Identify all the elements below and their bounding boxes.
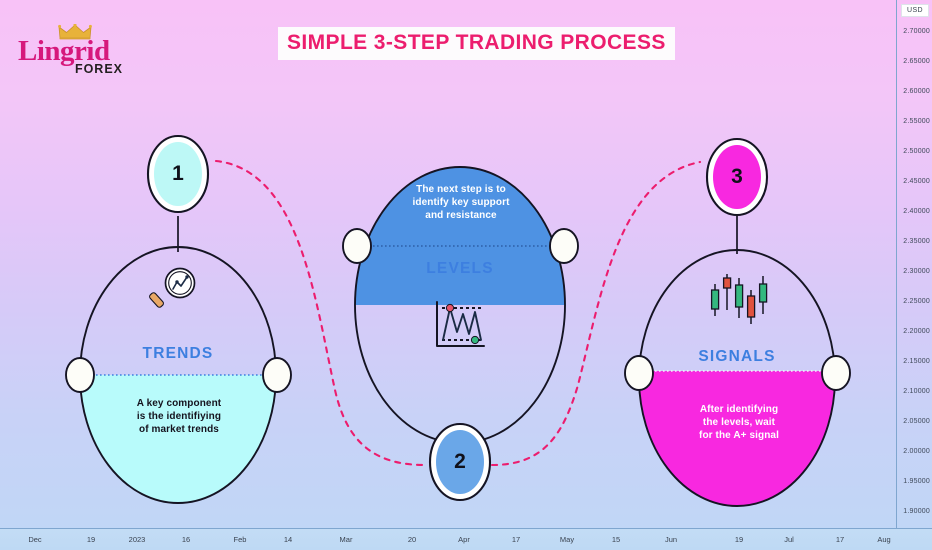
step-2-body: The next step is to identify key support… <box>386 183 536 223</box>
step-3-node-right <box>821 355 851 391</box>
step-1-label: TRENDS <box>142 345 214 362</box>
time-tick: Aug <box>877 535 891 544</box>
currency-badge[interactable]: USD <box>901 4 929 17</box>
time-tick: 20 <box>407 535 417 544</box>
price-tick: 2.65000 <box>903 58 930 65</box>
time-tick: Jun <box>664 535 678 544</box>
price-tick: 2.00000 <box>903 448 930 455</box>
price-tick: 1.95000 <box>903 478 930 485</box>
candlestick-icon <box>710 274 768 324</box>
step-2-body-line: identify key support <box>412 197 510 209</box>
price-tick: 2.15000 <box>903 358 930 365</box>
step-1-node-left <box>65 357 95 393</box>
price-axis[interactable]: USD 2.70000 2.65000 2.60000 2.55000 2.50… <box>896 0 932 536</box>
step-2-badge[interactable] <box>428 422 492 502</box>
step-3-badge[interactable] <box>705 137 769 217</box>
step-3-badge-number: 3 <box>731 165 743 188</box>
connector-path-2-to-3 <box>490 160 702 467</box>
step-2-node-right <box>549 228 579 264</box>
step-1-body-line: of market trends <box>139 424 219 436</box>
price-tick: 2.70000 <box>903 28 930 35</box>
step-1-badge[interactable] <box>146 134 210 214</box>
step-1-body-line: A key component <box>136 398 222 409</box>
price-tick: 2.50000 <box>903 148 930 155</box>
price-tick: 2.60000 <box>903 88 930 95</box>
step-1-body-line: is the identifiying <box>136 411 222 423</box>
time-tick: Feb <box>233 535 247 544</box>
step-1-body: A key component is the identifiying of m… <box>108 397 250 437</box>
step-3-body: After identifying the levels, wait for t… <box>667 403 811 443</box>
time-tick: 17 <box>511 535 521 544</box>
price-tick: 2.20000 <box>903 328 930 335</box>
price-tick: 2.55000 <box>903 118 930 125</box>
step-2-body-line: and resistance <box>425 210 497 222</box>
magnifier-trend-icon <box>149 267 196 308</box>
price-tick: 2.05000 <box>903 418 930 425</box>
step-2-body-line: The next step is to <box>416 184 506 195</box>
step-2-node-left <box>342 228 372 264</box>
brand-logo[interactable]: Lingrid FOREX <box>18 24 133 76</box>
time-tick: Jul <box>784 535 794 544</box>
price-tick: 2.40000 <box>903 208 930 215</box>
time-tick: 14 <box>283 535 293 544</box>
step-3-body-line: After identifying <box>699 404 779 415</box>
price-tick: 2.25000 <box>903 298 930 305</box>
price-tick: 2.10000 <box>903 388 930 395</box>
crown-icon <box>58 24 92 40</box>
time-tick: 16 <box>181 535 191 544</box>
time-tick: Dec <box>28 535 42 544</box>
step-3-node-left <box>624 355 654 391</box>
time-tick: 15 <box>611 535 621 544</box>
time-tick: May <box>559 535 575 544</box>
connector-path-1-to-2 <box>214 159 427 467</box>
price-tick: 2.30000 <box>903 268 930 275</box>
price-tick: 1.90000 <box>903 508 930 515</box>
brand-name: Lingrid <box>18 35 110 67</box>
step-2-badge-number: 2 <box>454 450 466 473</box>
time-tick: Mar <box>339 535 353 544</box>
time-tick: 2023 <box>128 535 146 544</box>
step-3-label: SIGNALS <box>698 348 776 365</box>
time-tick: 19 <box>734 535 744 544</box>
step-1-badge-number: 1 <box>172 162 184 185</box>
page-title: SIMPLE 3-STEP TRADING PROCESS <box>278 27 675 60</box>
time-tick: Apr <box>458 535 470 544</box>
step-3-body-line: the levels, wait <box>702 417 776 429</box>
time-axis[interactable]: Dec 19 2023 16 Feb 14 Mar 20 Apr 17 May … <box>0 528 932 550</box>
step-3-body-line: for the A+ signal <box>699 430 779 442</box>
time-tick: 17 <box>835 535 845 544</box>
price-tick: 2.35000 <box>903 238 930 245</box>
page-title-text: SIMPLE 3-STEP TRADING PROCESS <box>287 31 666 54</box>
support-resistance-chart-icon <box>436 301 485 347</box>
step-1-node-right <box>262 357 292 393</box>
price-tick: 2.45000 <box>903 178 930 185</box>
step-2-label: LEVELS <box>426 260 494 277</box>
brand-subtitle: FOREX <box>74 62 123 76</box>
time-tick: 19 <box>86 535 96 544</box>
